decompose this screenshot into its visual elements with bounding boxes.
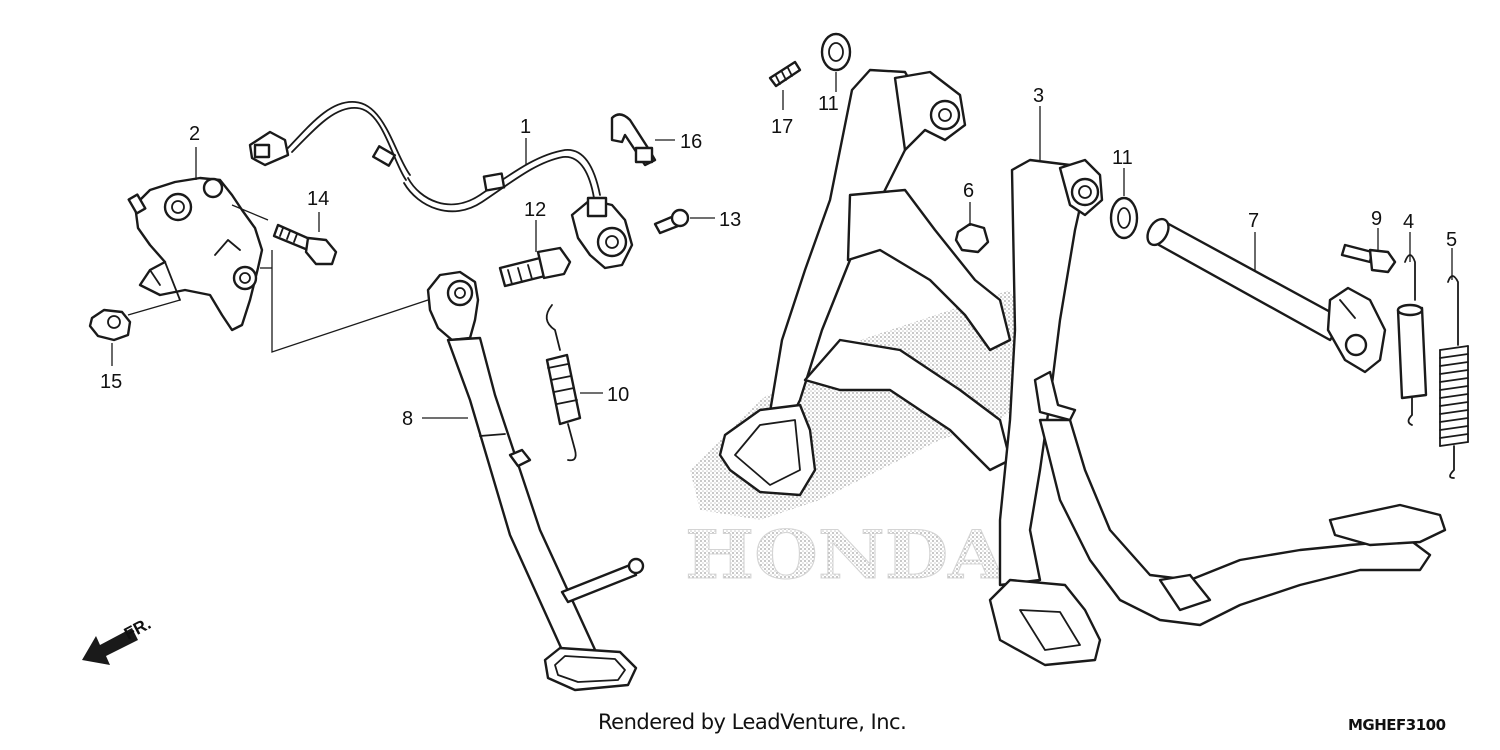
render-credit: Rendered by LeadVenture, Inc. [598, 710, 907, 734]
callout-3: 3 [1033, 85, 1044, 107]
spring-10[interactable] [545, 304, 582, 462]
callout-6: 6 [963, 180, 974, 202]
callout-14: 14 [307, 188, 329, 210]
main-stand-3[interactable] [718, 68, 1447, 667]
washer-11-right[interactable] [1109, 196, 1139, 240]
callout-11b: 11 [1112, 147, 1133, 169]
callout-17: 17 [771, 116, 793, 138]
callout-1: 1 [520, 116, 531, 138]
callout-13: 13 [719, 209, 741, 231]
bolt-17[interactable] [768, 60, 802, 88]
callout-15: 15 [100, 371, 122, 393]
nut-15[interactable] [88, 308, 132, 342]
leader-lines [111, 72, 1453, 419]
callout-12: 12 [524, 199, 546, 221]
screw-13[interactable] [653, 208, 690, 235]
callout-11a: 11 [818, 93, 839, 115]
callout-10: 10 [607, 384, 629, 406]
callout-16: 16 [680, 131, 702, 153]
front-direction-arrow-icon: FR. [82, 614, 154, 665]
sidestand-switch-harness[interactable] [248, 101, 634, 270]
callout-2: 2 [189, 123, 200, 145]
side-stand-8[interactable] [426, 270, 645, 692]
callout-4: 4 [1403, 211, 1414, 233]
callout-5: 5 [1446, 229, 1457, 251]
callout-7: 7 [1248, 210, 1259, 232]
spring-4[interactable] [1396, 254, 1428, 426]
spring-5[interactable] [1439, 275, 1469, 479]
callout-labels: 1 2 3 4 5 6 7 8 9 10 11 11 12 13 14 15 1… [100, 85, 1457, 430]
nut-6[interactable] [954, 222, 990, 254]
diagram-code: MGHEF3100 [1348, 716, 1446, 734]
bolt-14[interactable] [272, 223, 338, 266]
callout-9: 9 [1371, 208, 1382, 230]
pivot-shaft-7[interactable] [1143, 215, 1387, 374]
callout-8: 8 [402, 408, 413, 430]
watermark-text: HONDA [685, 516, 1006, 594]
washer-11-top[interactable] [820, 32, 852, 72]
sidestand-switch-bracket[interactable] [127, 176, 264, 332]
wire-clamp-16[interactable] [610, 113, 657, 167]
pivot-bolt-12[interactable] [498, 246, 572, 288]
bolt-9[interactable] [1340, 243, 1397, 274]
